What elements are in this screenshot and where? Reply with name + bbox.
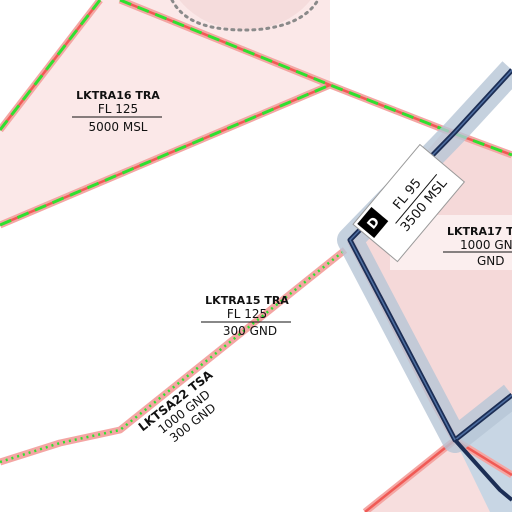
- lktra15-upper: FL 125: [227, 307, 267, 321]
- tsa-dashed-lines: [0, 0, 512, 227]
- lktra16-name: LKTRA16 TRA: [76, 89, 160, 102]
- lktra17-label: LKTRA17 T 1000 GN GND: [443, 225, 512, 268]
- lktra17-upper: 1000 GN: [460, 238, 512, 252]
- lktra15-label: LKTRA15 TRA FL 125 300 GND: [201, 294, 291, 338]
- ctr-d-label[interactable]: D FL 95 3500 MSL: [352, 143, 466, 263]
- ctr-class-d: [337, 61, 512, 502]
- ctr-border-lower: [453, 438, 512, 502]
- circular-area: [170, 0, 320, 32]
- lktra16-lower: 5000 MSL: [88, 120, 147, 134]
- tsa-dotted-lines: [0, 249, 346, 464]
- lktra16-label: LKTRA16 TRA FL 125 5000 MSL: [72, 89, 162, 134]
- lktra15-name: LKTRA15 TRA: [205, 294, 289, 307]
- lktra16-area: [0, 0, 330, 225]
- lktra15-lower: 300 GND: [223, 324, 277, 338]
- lktra16-upper: FL 125: [98, 102, 138, 116]
- lktra17-lower: GND: [477, 254, 505, 268]
- airspace-class-d-icon: [357, 207, 389, 239]
- lktra17-name: LKTRA17 T: [447, 225, 512, 238]
